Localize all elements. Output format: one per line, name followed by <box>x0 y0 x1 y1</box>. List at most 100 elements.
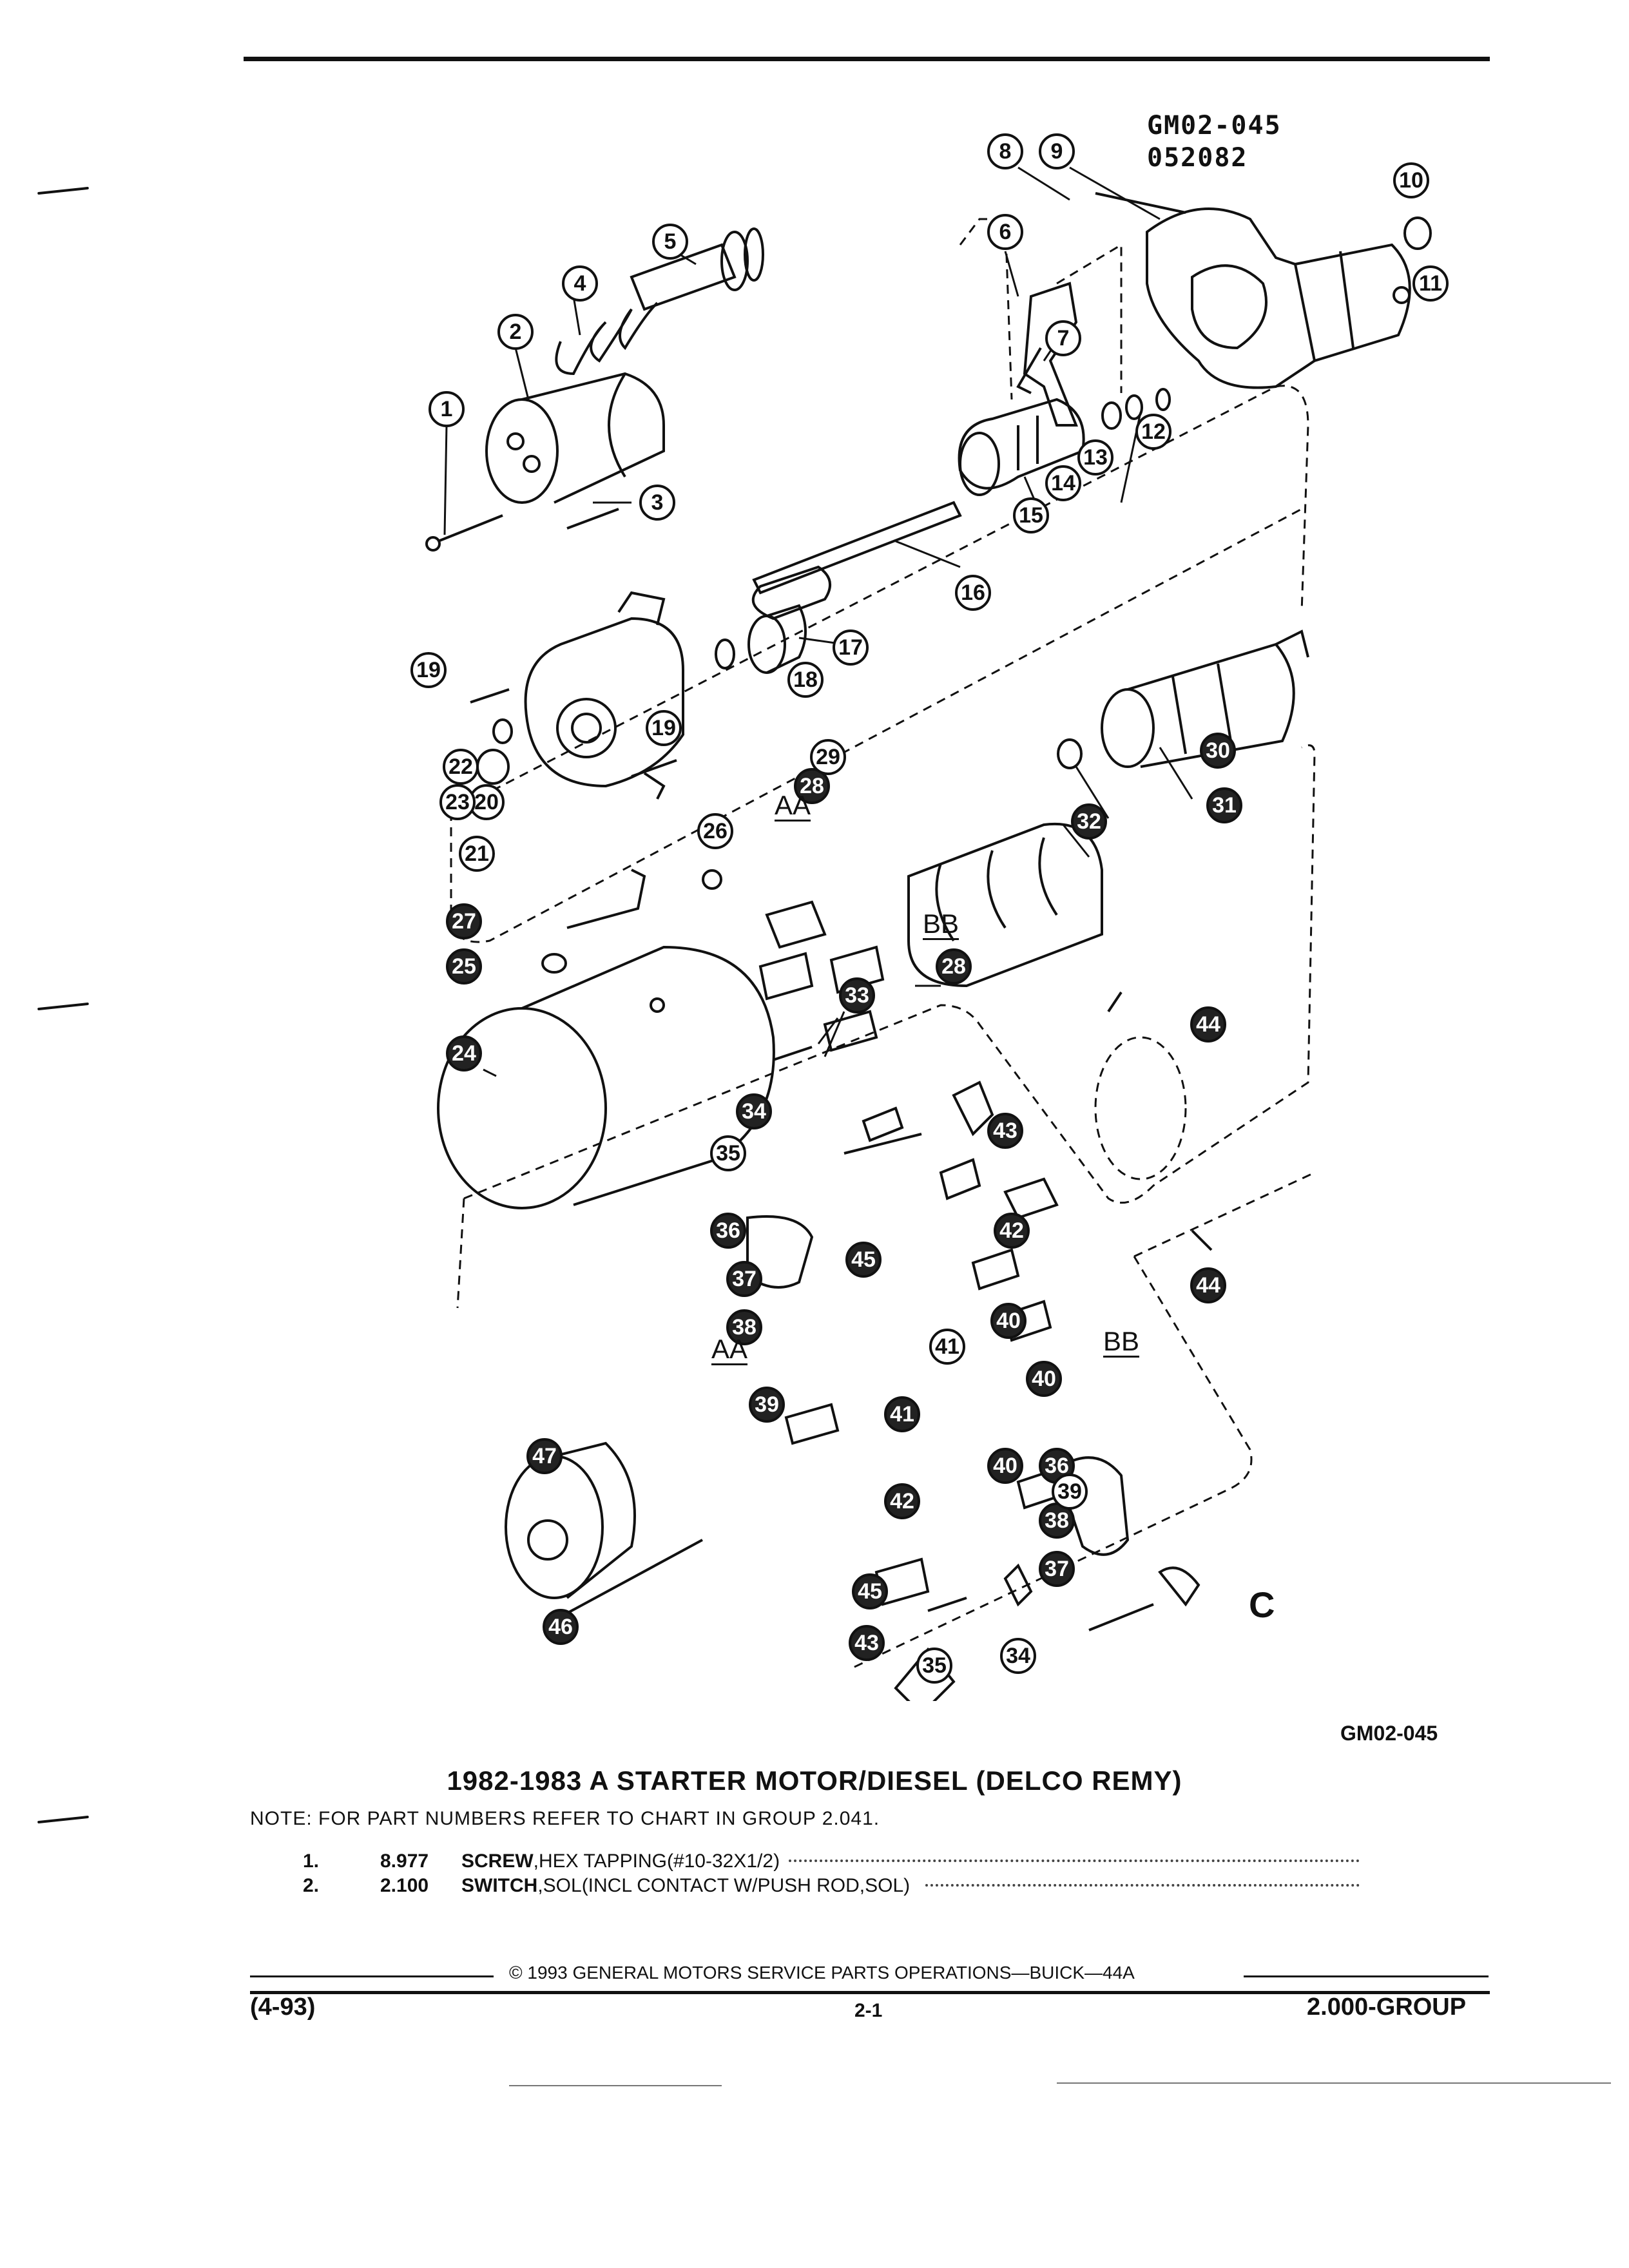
callout-22: 22 <box>443 749 479 785</box>
item-group: 8.977 <box>380 1850 429 1872</box>
dot-leader <box>925 1884 1360 1887</box>
callout-1: 1 <box>429 391 465 427</box>
margin-mark <box>37 1002 89 1011</box>
callout-29: 29 <box>810 739 846 775</box>
callout-number: 32 <box>1077 809 1101 834</box>
item-description: ,HEX TAPPING(#10-32X1/2) <box>533 1850 780 1872</box>
callout-number: 5 <box>664 229 677 254</box>
callout-number: 8 <box>999 139 1012 164</box>
callout-25: 25 <box>446 948 482 985</box>
callout-number: 40 <box>1032 1367 1056 1391</box>
callout-number: 15 <box>1019 503 1043 528</box>
scan-line <box>509 2085 722 2086</box>
footer-rule-left <box>250 1975 494 1977</box>
callout-38: 38 <box>1039 1503 1075 1539</box>
callout-27: 27 <box>446 903 482 939</box>
callout-number: 28 <box>941 954 966 979</box>
pole-shoe <box>758 952 814 1001</box>
callout-43: 43 <box>849 1625 885 1661</box>
callout-14: 14 <box>1045 465 1081 501</box>
callout-9: 9 <box>1039 133 1075 169</box>
armature <box>1101 629 1309 768</box>
callout-number: 31 <box>1212 793 1237 818</box>
callout-number: 43 <box>854 1631 879 1655</box>
callout-23: 23 <box>439 784 476 820</box>
callout-34: 34 <box>736 1093 772 1129</box>
screw <box>773 1046 813 1061</box>
callout-number: 44 <box>1196 1273 1220 1298</box>
part-number-note: NOTE: FOR PART NUMBERS REFER TO CHART IN… <box>250 1808 880 1829</box>
callout-number: 34 <box>1006 1644 1030 1668</box>
callout-number: 41 <box>890 1402 914 1427</box>
field-coils <box>907 822 1103 988</box>
leader-line <box>1159 747 1193 800</box>
callout-number: 36 <box>716 1218 740 1243</box>
leader-line <box>824 1011 845 1057</box>
callout-number: 16 <box>961 581 985 605</box>
screw <box>1191 1229 1213 1251</box>
callout-number: 10 <box>1399 168 1423 193</box>
callout-number: 19 <box>651 716 676 740</box>
callout-number: 26 <box>703 819 728 843</box>
copyright-line: © 1993 GENERAL MOTORS SERVICE PARTS OPER… <box>509 1963 1135 1983</box>
callout-number: 27 <box>452 909 476 934</box>
pole-shoe <box>829 945 885 994</box>
ring-gear <box>1094 1036 1187 1180</box>
callout-number: 13 <box>1083 445 1108 470</box>
item-group: 2.100 <box>380 1875 429 1896</box>
callout-28: 28 <box>936 948 972 985</box>
callout-35: 35 <box>710 1135 746 1171</box>
callout-number: 46 <box>548 1615 573 1639</box>
nut <box>702 869 722 890</box>
callout-number: 45 <box>858 1579 882 1604</box>
callout-44: 44 <box>1190 1006 1226 1043</box>
callout-15: 15 <box>1013 497 1049 533</box>
parts-list: 1. 8.977 SCREW ,HEX TAPPING(#10-32X1/2) … <box>303 1850 1360 1899</box>
leader-line <box>895 540 961 568</box>
leader-line <box>483 1068 497 1077</box>
callout-6: 6 <box>987 214 1023 250</box>
callout-number: 45 <box>851 1247 876 1272</box>
pole-shoe <box>765 900 827 949</box>
callout-33: 33 <box>839 977 875 1014</box>
item-name: SCREW <box>461 1850 534 1872</box>
callout-number: 24 <box>452 1041 476 1066</box>
callout-19: 19 <box>646 710 682 746</box>
callout-4: 4 <box>562 265 598 302</box>
callout-number: 9 <box>1051 139 1063 164</box>
callout-41: 41 <box>884 1396 920 1432</box>
callout-30: 30 <box>1200 733 1236 769</box>
top-rule <box>244 57 1490 61</box>
screw <box>1107 991 1123 1013</box>
callout-45: 45 <box>845 1242 882 1278</box>
solenoid-switch <box>485 372 665 504</box>
callout-number: 2 <box>510 320 522 344</box>
callout-number: 20 <box>474 790 499 814</box>
callout-number: 3 <box>651 490 664 515</box>
callout-24: 24 <box>446 1035 482 1072</box>
callout-21: 21 <box>459 836 495 872</box>
field-frame <box>437 945 775 1209</box>
commutator-end-frame <box>524 591 684 800</box>
callout-8: 8 <box>987 133 1023 169</box>
callout-28: 28 <box>794 768 830 804</box>
callout-number: 38 <box>1045 1508 1069 1533</box>
callout-number: 38 <box>732 1315 757 1340</box>
callout-38: 38 <box>726 1309 762 1345</box>
leader-line <box>817 1017 839 1044</box>
callout-41: 41 <box>929 1329 965 1365</box>
terminal-bar <box>566 869 646 929</box>
callout-number: 36 <box>1045 1454 1069 1478</box>
group-outline <box>850 1256 1253 1670</box>
dot-leader <box>789 1860 1360 1862</box>
callout-number: 29 <box>816 745 840 769</box>
shaft <box>751 501 962 620</box>
callout-number: 35 <box>922 1653 947 1678</box>
callout-45: 45 <box>852 1573 888 1610</box>
hex-tapping-screw <box>438 514 503 543</box>
item-name: SWITCH <box>461 1875 538 1896</box>
drive-assembly <box>958 398 1085 496</box>
callout-39: 39 <box>749 1387 785 1423</box>
callout-number: 23 <box>445 790 470 814</box>
callout-number: 21 <box>465 841 489 866</box>
